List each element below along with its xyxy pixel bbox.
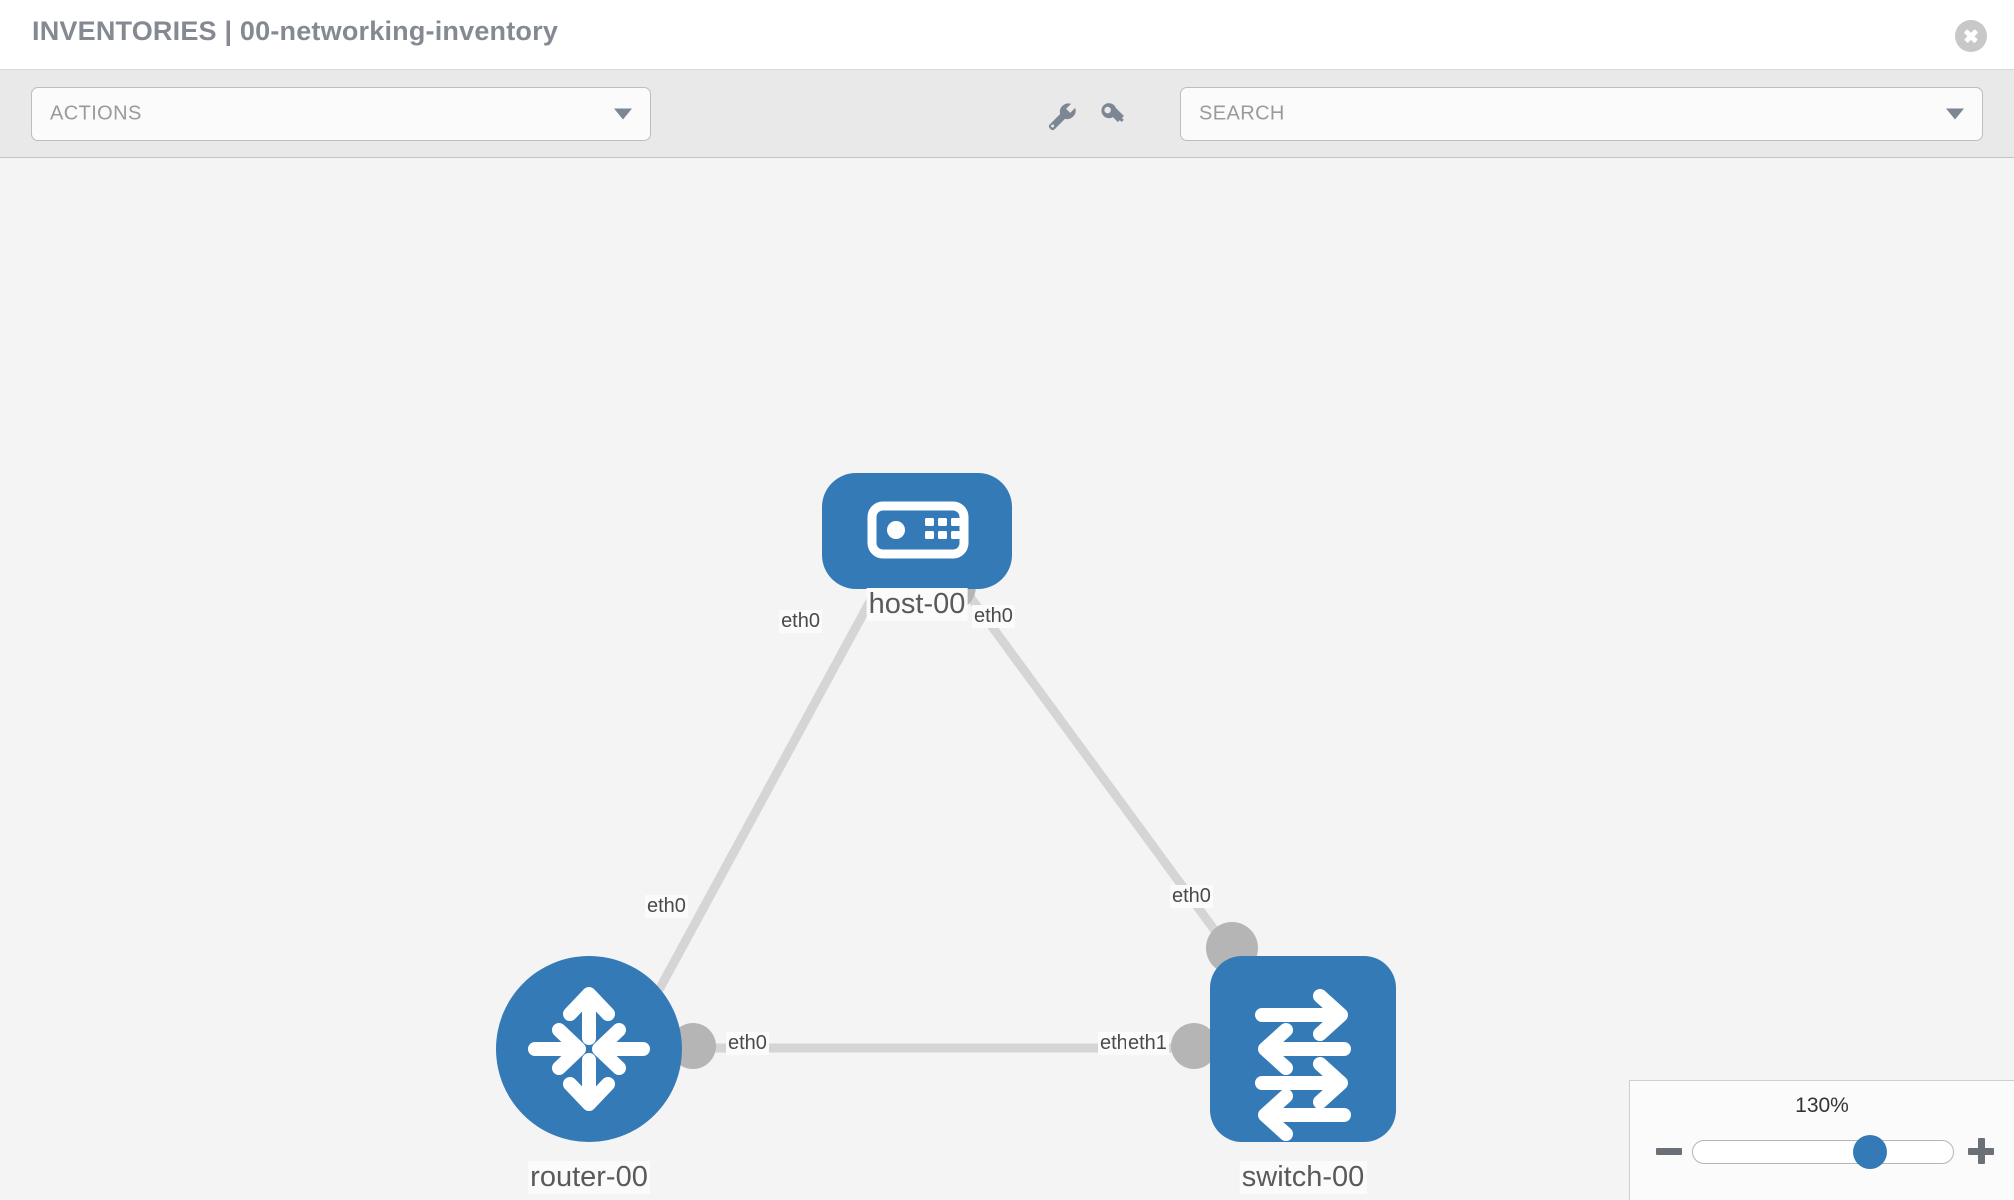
node-switch-00	[1210, 956, 1396, 1142]
iface-label-host-right: eth0	[972, 605, 1015, 628]
chevron-down-icon	[614, 108, 632, 120]
page-title: INVENTORIES | 00-networking-inventory	[32, 16, 559, 46]
server-icon-details	[887, 518, 960, 539]
toolbar: ACTIONS SEARCH	[0, 70, 2014, 158]
zoom-control-panel: 130%	[1629, 1080, 2014, 1200]
node-label-switch-00[interactable]: switch-00	[1239, 1161, 1367, 1194]
iface-label-switch-uplink: eth0	[1170, 885, 1213, 908]
iface-label-router-uplink: eth0	[645, 895, 688, 918]
zoom-slider[interactable]	[1692, 1135, 1954, 1169]
close-icon[interactable]	[1955, 20, 1987, 52]
edge-host-router	[655, 578, 885, 993]
router-arrows-icon	[528, 987, 650, 1111]
search-placeholder: SEARCH	[1199, 102, 1285, 125]
wrench-icon[interactable]	[1045, 100, 1079, 134]
node-label-host-00[interactable]: host-00	[866, 588, 968, 621]
node-host-00	[822, 473, 1012, 589]
actions-dropdown[interactable]: ACTIONS	[31, 87, 651, 141]
edge-layer	[655, 578, 1245, 1053]
iface-label-router-eth0: eth0	[726, 1032, 769, 1055]
key-icon[interactable]	[1098, 100, 1132, 134]
topology-canvas[interactable]: host-00 router-00 switch-00 eth0 eth0 et…	[0, 158, 2014, 1200]
switch-arrows-icon	[1255, 989, 1351, 1141]
topology-graph	[496, 473, 1396, 1142]
node-router-00	[496, 956, 682, 1142]
page-header: INVENTORIES | 00-networking-inventory	[0, 0, 2014, 70]
iface-label-host-left: eth0	[779, 610, 822, 633]
zoom-slider-handle[interactable]	[1852, 1135, 1887, 1169]
iface-label-switch-eth1: eth1	[1126, 1032, 1169, 1055]
zoom-out-button[interactable]	[1656, 1138, 1682, 1164]
connector-switch-left	[1171, 1023, 1217, 1069]
server-icon	[867, 501, 969, 559]
node-label-router-00[interactable]: router-00	[528, 1161, 650, 1194]
chevron-down-icon	[1946, 108, 1964, 120]
zoom-level-value: 130%	[1795, 1094, 1849, 1117]
zoom-in-button[interactable]	[1968, 1138, 1994, 1164]
search-input[interactable]: SEARCH	[1180, 87, 1983, 141]
actions-dropdown-label: ACTIONS	[50, 102, 142, 125]
